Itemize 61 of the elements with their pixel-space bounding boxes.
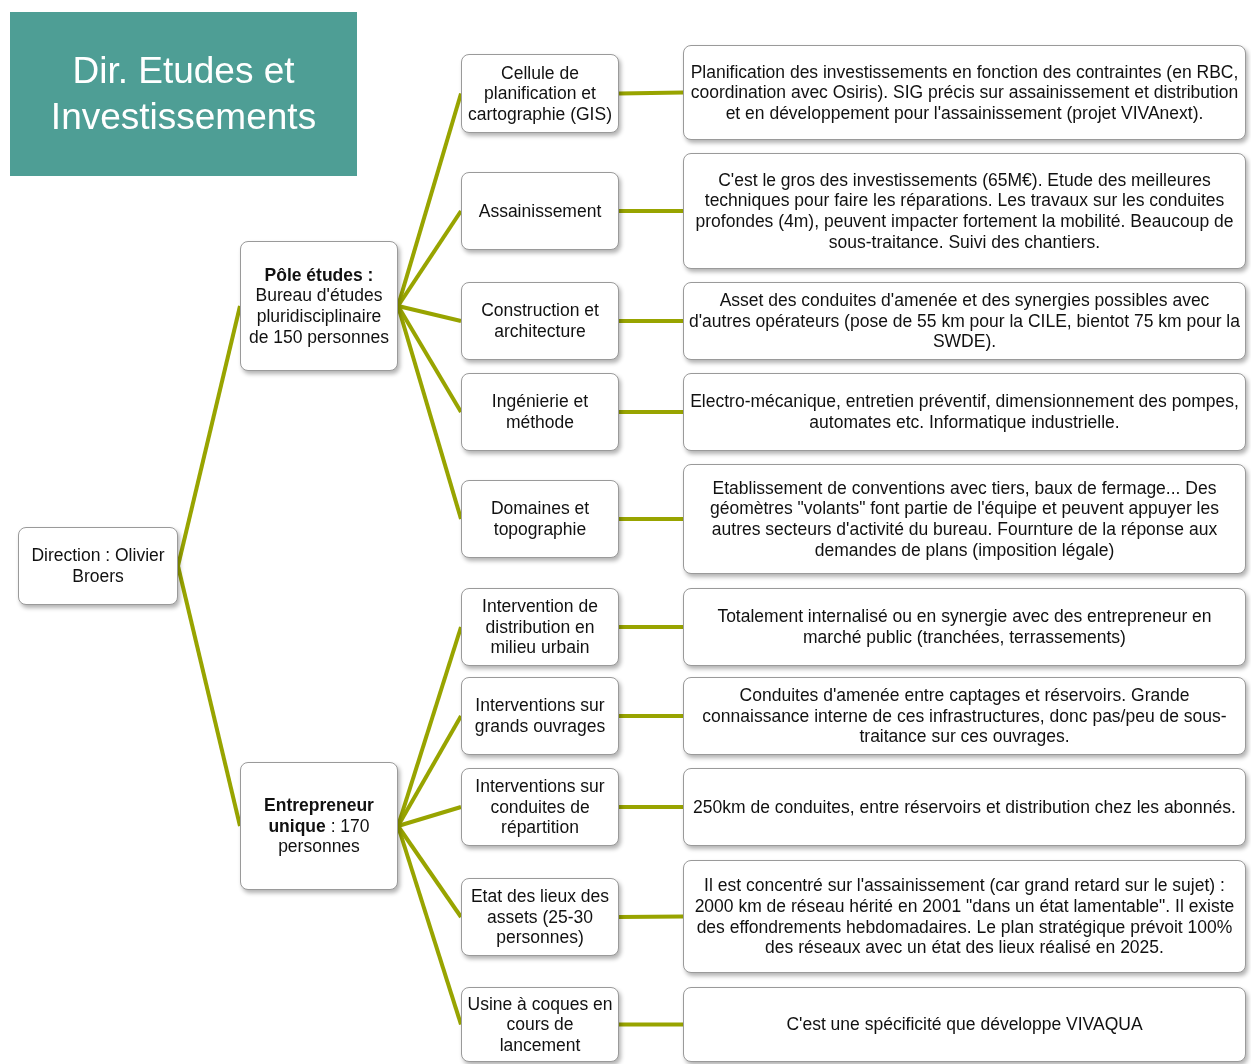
description-box	[683, 373, 1246, 451]
org-unit-box	[461, 373, 619, 451]
node-text: Totalement internalisé ou en synergie avec des entrepreneur en marché public (tranchées, terrassements)	[716, 606, 1213, 648]
node-text: Ingénierie et méthode	[490, 391, 590, 433]
node-text: Assainissement	[478, 200, 602, 222]
description-box	[683, 153, 1246, 269]
description-box	[683, 987, 1246, 1062]
connector-line	[619, 410, 683, 414]
title-banner: Dir. Etudes et Investissements	[10, 12, 357, 176]
org-unit-box	[461, 480, 619, 558]
connector-line	[619, 914, 683, 919]
node-text: Planification des investissements en fonction des contraintes (en RBC, coordination avec Osiris). SIG précis sur assainissement et distribution et en développement pour l'assainissement (projet VIVAnext).	[689, 61, 1240, 124]
org-unit-box	[461, 677, 619, 755]
node-text: Entrepreneur unique : 170 personnes	[263, 795, 375, 857]
connector-line	[619, 805, 683, 809]
connector-line	[619, 517, 683, 521]
node-text: Pôle études : Bureau d'études pluridisciplinaire de 150 personnes	[247, 264, 391, 348]
connector-line	[176, 565, 242, 827]
org-unit-box	[461, 172, 619, 250]
node-text: Interventions sur conduites de répartition	[474, 776, 606, 838]
connector-line	[619, 319, 683, 323]
node-text: Domaines et topographie	[489, 498, 591, 540]
node-text: Il est concentré sur l'assainissement (car grand retard sur le sujet) : 2000 km de réseau hérité en 2001 "dans un état lamentable". Il existe des effondrements hebdomadaires. Le plan stratégique prévoit 100% des réseaux avec un état des lieux réalisé en 2025.	[693, 875, 1236, 958]
node-text: Interventions sur grands ouvrages	[473, 695, 607, 737]
org-unit-box	[18, 527, 178, 605]
connector-line	[619, 625, 683, 629]
node-text: 250km de conduites, entre réservoirs et distribution chez les abonnés.	[693, 796, 1236, 818]
node-text: C'est une spécificité que développe VIVAQUA	[786, 1014, 1143, 1035]
org-unit-box	[461, 282, 619, 360]
description-box	[683, 45, 1246, 140]
org-unit-box	[240, 762, 398, 890]
connector-line	[619, 1022, 683, 1027]
org-unit-box	[461, 54, 619, 133]
description-box	[683, 860, 1246, 973]
node-text: Direction : Olivier Broers	[30, 545, 166, 587]
connector-line	[618, 90, 684, 96]
connector-line	[176, 305, 242, 567]
connector-line	[619, 209, 683, 213]
node-text: Asset des conduites d'amenée et des synergies possibles avec d'autres opérateurs (pose de 55 km pour la CILE, bientot 75 km pour la SWDE).	[688, 290, 1241, 352]
node-text: Electro-mécanique, entretien préventif, dimensionnement des pompes, automates etc. Informatique industrielle.	[689, 391, 1240, 433]
org-unit-box	[461, 987, 619, 1062]
node-text: Intervention de distribution en milieu urbain	[481, 596, 599, 658]
org-unit-box	[240, 241, 398, 371]
org-unit-box	[461, 588, 619, 666]
connector-line	[397, 304, 462, 323]
node-text: Usine à coques en cours de lancement	[466, 993, 614, 1056]
connector-line	[619, 714, 683, 718]
node-text: Conduites d'amenée entre captages et réservoirs. Grande connaissance interne de ces infrastructures, donc pas/peu de sous-traitance sur ces ouvrages.	[701, 685, 1228, 747]
description-box	[683, 677, 1246, 755]
connector-line	[397, 805, 462, 828]
description-box	[683, 768, 1246, 846]
org-unit-box	[461, 768, 619, 846]
node-text: C'est le gros des investissements (65M€). Etude des meilleures techniques pour faire les réparations. Les travaux sur les conduites profondes (4m), peuvent impacter fortement la mobilité. Beaucoup de sous-traitance. Suivi des chantiers.	[694, 169, 1235, 253]
node-text: Etablissement de conventions avec tiers, baux de fermage... Des géomètres "volants" font partie de l'équipe et peuvent appuyer les autres secteurs d'activité du bureau. Fournture de la réponse aux demandes de plans (imposition légale)	[709, 477, 1220, 561]
description-box	[683, 282, 1246, 360]
node-text: Cellule de planification et cartographie (GIS)	[467, 62, 613, 125]
org-unit-box	[461, 878, 619, 956]
description-box	[683, 588, 1246, 666]
node-text: Construction et architecture	[480, 300, 600, 342]
description-box	[683, 464, 1246, 574]
node-text: Etat des lieux des assets (25-30 personnes)	[469, 886, 611, 948]
